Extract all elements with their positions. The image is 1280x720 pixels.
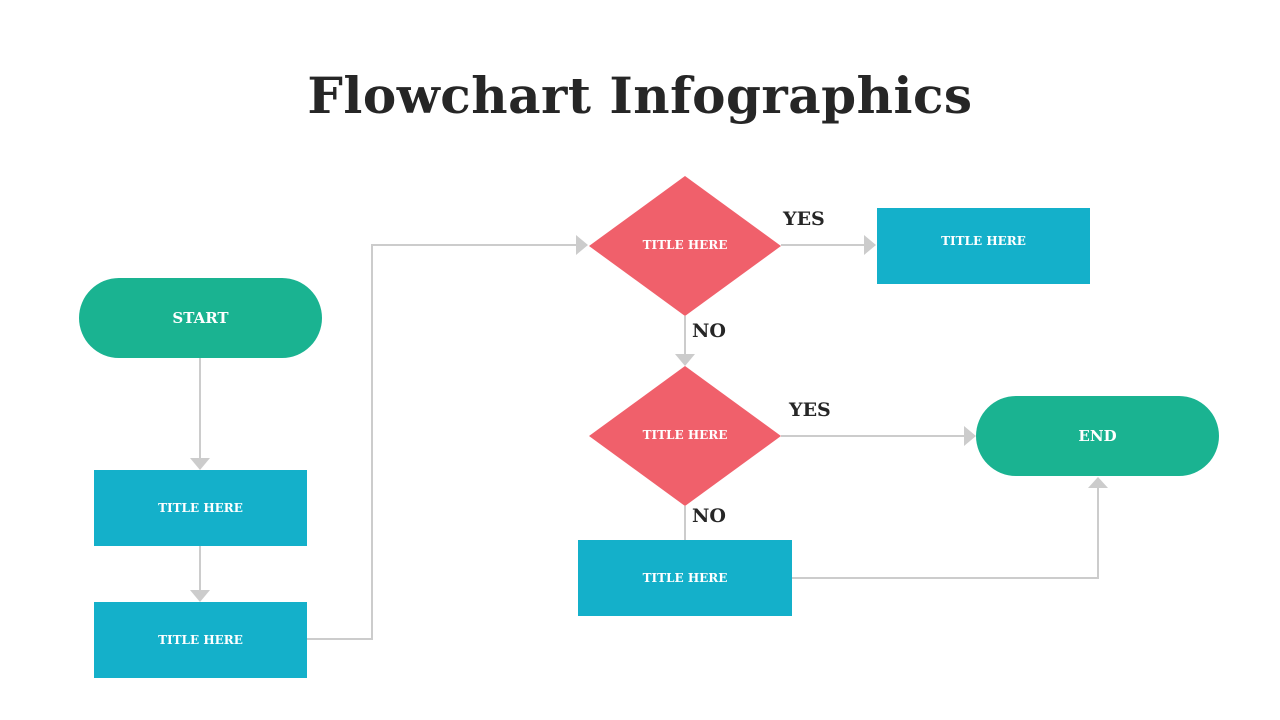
connector-box-end (792, 486, 1099, 579)
process-step-1: TITLE HERE (94, 470, 307, 546)
start-label: START (172, 309, 229, 327)
decision-1-yes-box-label: TITLE HERE (941, 234, 1026, 248)
arrowhead-yes-box (864, 235, 876, 255)
decision-2-diamond (589, 366, 781, 506)
process-step-2: TITLE HERE (94, 602, 307, 678)
arrowhead-step2 (190, 590, 210, 602)
start-node: START (79, 278, 322, 358)
decision-1-no-label: NO (692, 320, 726, 342)
arrowheads (190, 235, 1108, 602)
decision-2-no-box-label: TITLE HERE (642, 571, 728, 585)
arrowhead-end-bottom (1088, 477, 1108, 488)
process-step-2-label: TITLE HERE (158, 633, 243, 647)
arrowhead-decision1 (576, 235, 588, 255)
arrowhead-step1 (190, 458, 210, 470)
decision-1-label: TITLE HERE (642, 238, 728, 252)
decision-2-label: TITLE HERE (642, 428, 728, 442)
decision-2-yes-label: YES (789, 399, 831, 421)
arrowhead-end (964, 426, 976, 446)
decision-1-diamond (589, 176, 781, 316)
decision-1-yes-box: TITLE HERE (877, 208, 1090, 284)
end-label: END (1078, 427, 1117, 445)
connector-step2-decision1 (307, 244, 580, 640)
end-node: END (976, 396, 1219, 476)
page-title: Flowchart Infographics (307, 66, 973, 125)
connectors (199, 244, 1099, 640)
decision-2-no-box: TITLE HERE (578, 540, 792, 616)
decision-1-yes-label: YES (783, 208, 825, 230)
arrowhead-decision2 (675, 354, 695, 366)
process-step-1-label: TITLE HERE (158, 501, 243, 515)
decision-2-no-label: NO (692, 505, 726, 527)
